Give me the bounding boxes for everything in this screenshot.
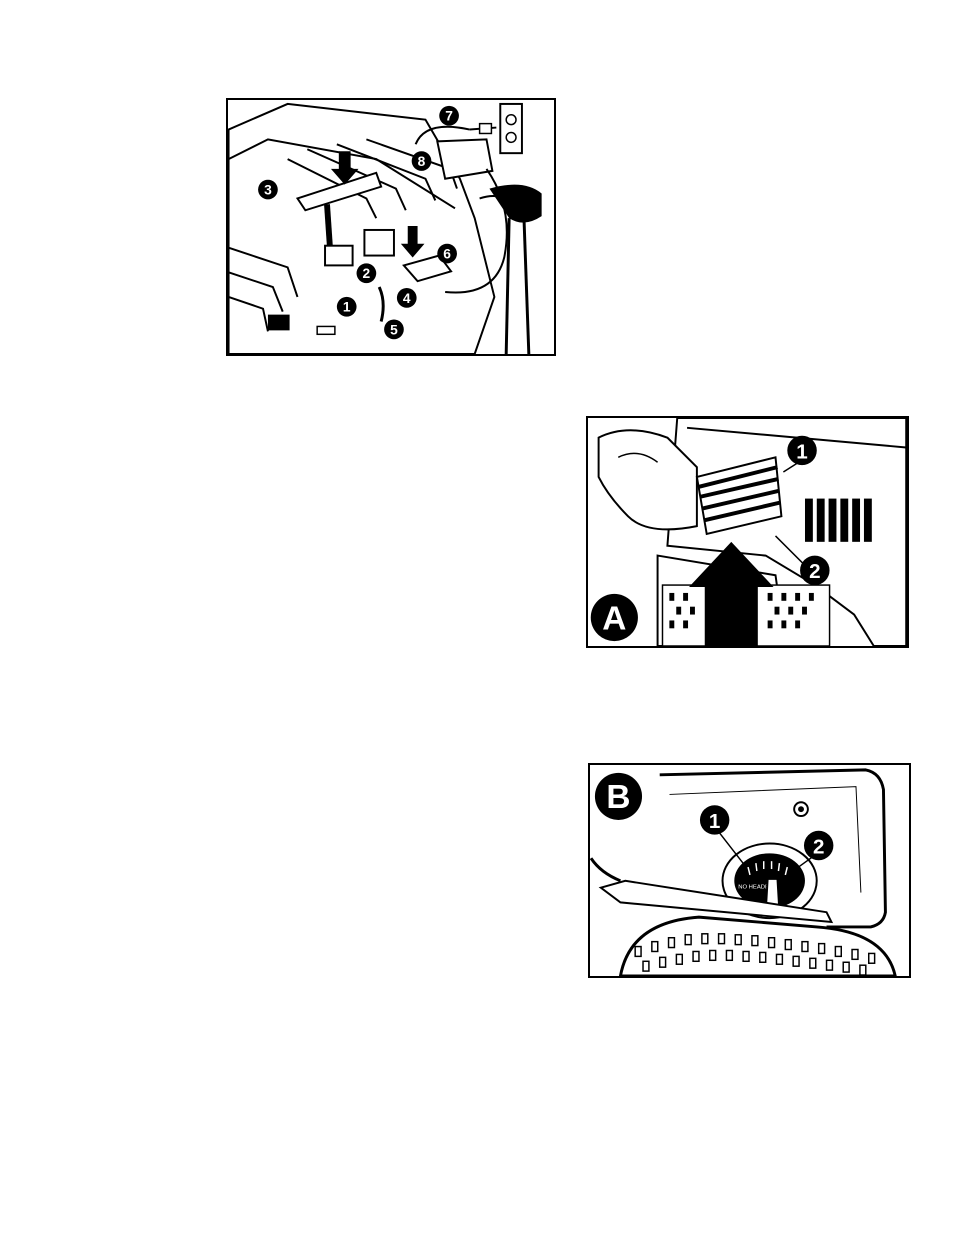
figure-b-illustration: NO HEADER B	[590, 765, 909, 976]
callout-5: 5	[384, 320, 404, 340]
callout-1: 1	[337, 297, 357, 317]
svg-text:B: B	[606, 779, 630, 816]
svg-text:3: 3	[264, 183, 272, 198]
svg-text:8: 8	[418, 154, 426, 169]
svg-text:1: 1	[796, 440, 807, 463]
svg-text:7: 7	[445, 109, 453, 124]
figure-b-letter: B	[595, 773, 642, 820]
callout-2: 2	[357, 263, 377, 283]
figure-b-callout-2: 2	[804, 831, 833, 860]
callout-7: 7	[439, 106, 459, 126]
callout-6: 6	[437, 244, 457, 264]
svg-text:4: 4	[403, 291, 411, 306]
svg-text:2: 2	[809, 560, 820, 583]
svg-text:2: 2	[363, 266, 371, 281]
figure-a-callout-2: 2	[800, 556, 829, 585]
callout-3: 3	[258, 180, 278, 200]
callout-4: 4	[397, 288, 417, 308]
svg-text:5: 5	[390, 322, 398, 337]
callout-8: 8	[412, 151, 432, 171]
figure-a-callout-1: 1	[787, 436, 816, 465]
charger-illustration: 7 8 3 6 2 4 1 5	[228, 100, 554, 354]
svg-text:2: 2	[813, 835, 824, 858]
svg-text:1: 1	[343, 300, 351, 315]
figure-b-callout-1: 1	[700, 805, 729, 834]
figure-b: NO HEADER B	[588, 763, 911, 978]
svg-text:A: A	[602, 600, 626, 637]
svg-text:1: 1	[709, 810, 720, 833]
svg-text:6: 6	[443, 247, 451, 262]
figure-a-letter: A	[591, 594, 638, 641]
figure-a: A 1 2	[586, 416, 909, 648]
figure-charger-connection: 7 8 3 6 2 4 1 5	[226, 98, 556, 356]
figure-a-illustration: A 1 2	[588, 418, 907, 646]
